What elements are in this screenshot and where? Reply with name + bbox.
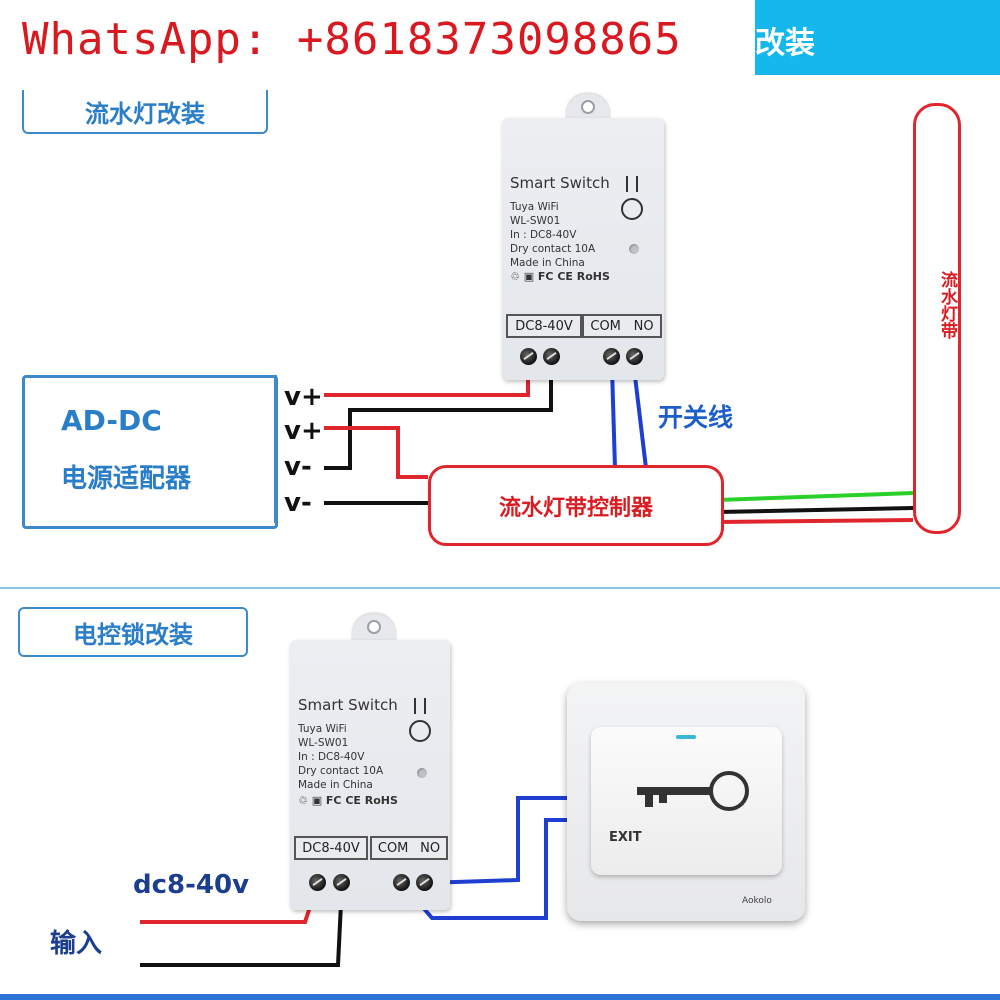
- power-terminal-label: DC8-40V: [294, 836, 368, 860]
- toggle-bar-right: [636, 176, 638, 192]
- spec-line: Dry contact 10A: [510, 243, 596, 255]
- switch-wire-label: 开关线: [658, 403, 734, 432]
- screw-terminal-icon: [543, 348, 560, 365]
- mount-ear: [566, 94, 610, 122]
- section-divider: [0, 587, 1000, 589]
- mount-hole: [367, 620, 381, 634]
- com-terminal-text: COM: [377, 840, 409, 856]
- spec-line: In : DC8-40V: [298, 751, 365, 763]
- input-voltage-label: dc8-40v: [133, 870, 250, 900]
- exit-label: EXIT: [609, 830, 642, 845]
- screw-terminal-icon: [603, 348, 620, 365]
- key-icon: [637, 771, 749, 811]
- mount-hole: [581, 100, 595, 114]
- screw-terminal-icon: [333, 874, 350, 891]
- exit-push-button: EXIT: [591, 727, 782, 875]
- terminal-vminus-1: v-: [284, 452, 312, 482]
- relay-terminal-label: COM NO: [582, 314, 662, 338]
- smart-switch-device-1: Smart Switch Tuya WiFi WL-SW01 In : DC8-…: [502, 92, 664, 382]
- adapter-title: AD-DC: [61, 404, 162, 437]
- bottom-border: [0, 994, 1000, 1000]
- wire-blue-com: [610, 367, 617, 469]
- spec-line: Dry contact 10A: [298, 765, 384, 777]
- exit-indicator-led: [676, 735, 696, 739]
- exit-button-panel: EXIT Aokolo: [567, 683, 805, 921]
- device-specs: Tuya WiFi WL-SW01 In : DC8-40V Dry conta…: [298, 722, 383, 792]
- spec-line: Made in China: [298, 779, 373, 791]
- wire-green-strip: [717, 491, 914, 502]
- power-terminal-text: DC8-40V: [515, 318, 573, 334]
- no-terminal-text: NO: [420, 840, 441, 856]
- screw-terminal-icon: [626, 348, 643, 365]
- no-terminal-text: NO: [633, 318, 654, 334]
- spec-line: WL-SW01: [298, 737, 349, 749]
- terminal-vminus-2: v-: [284, 488, 312, 518]
- wire-red-strip: [717, 518, 914, 524]
- screw-terminal-icon: [416, 874, 433, 891]
- wire-black-input: [140, 882, 344, 967]
- led-light-strip: 流水灯带: [913, 103, 961, 534]
- adapter-subtitle: 电源适配器: [61, 464, 192, 494]
- header-banner: 改装: [755, 0, 1000, 75]
- terminal-vplus-2: v+: [284, 416, 323, 446]
- spec-line: WL-SW01: [510, 215, 561, 227]
- screw-terminal-icon: [309, 874, 326, 891]
- toggle-bar-left: [626, 176, 628, 192]
- toggle-bar-left: [414, 698, 416, 714]
- controller-label: 流水灯带控制器: [498, 495, 653, 521]
- power-terminal-text: DC8-40V: [302, 840, 360, 856]
- certification-marks: ♲ ▣ FC CE RoHS: [298, 794, 398, 807]
- status-led-icon: [629, 244, 639, 254]
- device-specs: Tuya WiFi WL-SW01 In : DC8-40V Dry conta…: [510, 200, 595, 270]
- spec-line: Tuya WiFi: [510, 201, 559, 213]
- wire-red-vplus1: [324, 368, 530, 397]
- device-body: Smart Switch Tuya WiFi WL-SW01 In : DC8-…: [290, 640, 450, 910]
- input-label: 输入: [50, 929, 103, 959]
- com-terminal-text: COM: [590, 318, 621, 334]
- banner-title: 改装: [755, 26, 815, 61]
- wire-blue-no: [632, 367, 648, 469]
- power-button-icon: [621, 198, 643, 220]
- power-button-icon: [409, 720, 431, 742]
- mount-ear: [352, 614, 396, 642]
- wire-blue-exit2: [424, 796, 567, 885]
- status-led-icon: [417, 768, 427, 778]
- toggle-bar-right: [424, 698, 426, 714]
- screw-terminal-icon: [520, 348, 537, 365]
- strip-label: 流水灯带: [937, 271, 957, 339]
- certification-marks: ♲ ▣ FC CE RoHS: [510, 270, 610, 283]
- spec-line: In : DC8-40V: [510, 229, 577, 241]
- wire-black-vminus1: [324, 368, 553, 470]
- section1-title: 流水灯改装: [22, 90, 268, 134]
- led-strip-controller: 流水灯带控制器: [428, 465, 724, 546]
- device-title: Smart Switch: [510, 174, 610, 192]
- device-title: Smart Switch: [298, 696, 398, 714]
- brand-label: Aokolo: [742, 896, 772, 906]
- device-body: Smart Switch Tuya WiFi WL-SW01 In : DC8-…: [502, 118, 664, 380]
- ac-dc-adapter: AD-DC 电源适配器: [22, 375, 278, 529]
- smart-switch-device-2: Smart Switch Tuya WiFi WL-SW01 In : DC8-…: [290, 614, 450, 914]
- watermark-text: WhatsApp: +8618373098865: [22, 14, 682, 65]
- spec-line: Made in China: [510, 257, 585, 269]
- power-terminal-label: DC8-40V: [506, 314, 582, 338]
- wire-black-strip: [717, 506, 914, 514]
- spec-line: Tuya WiFi: [298, 723, 347, 735]
- wire-red-vplus2: [324, 426, 428, 479]
- section2-title: 电控锁改装: [18, 607, 248, 657]
- terminal-vplus-1: v+: [284, 382, 323, 412]
- screw-terminal-icon: [393, 874, 410, 891]
- relay-terminal-label: COM NO: [370, 836, 448, 860]
- adapter-terminal-strip: [274, 375, 327, 523]
